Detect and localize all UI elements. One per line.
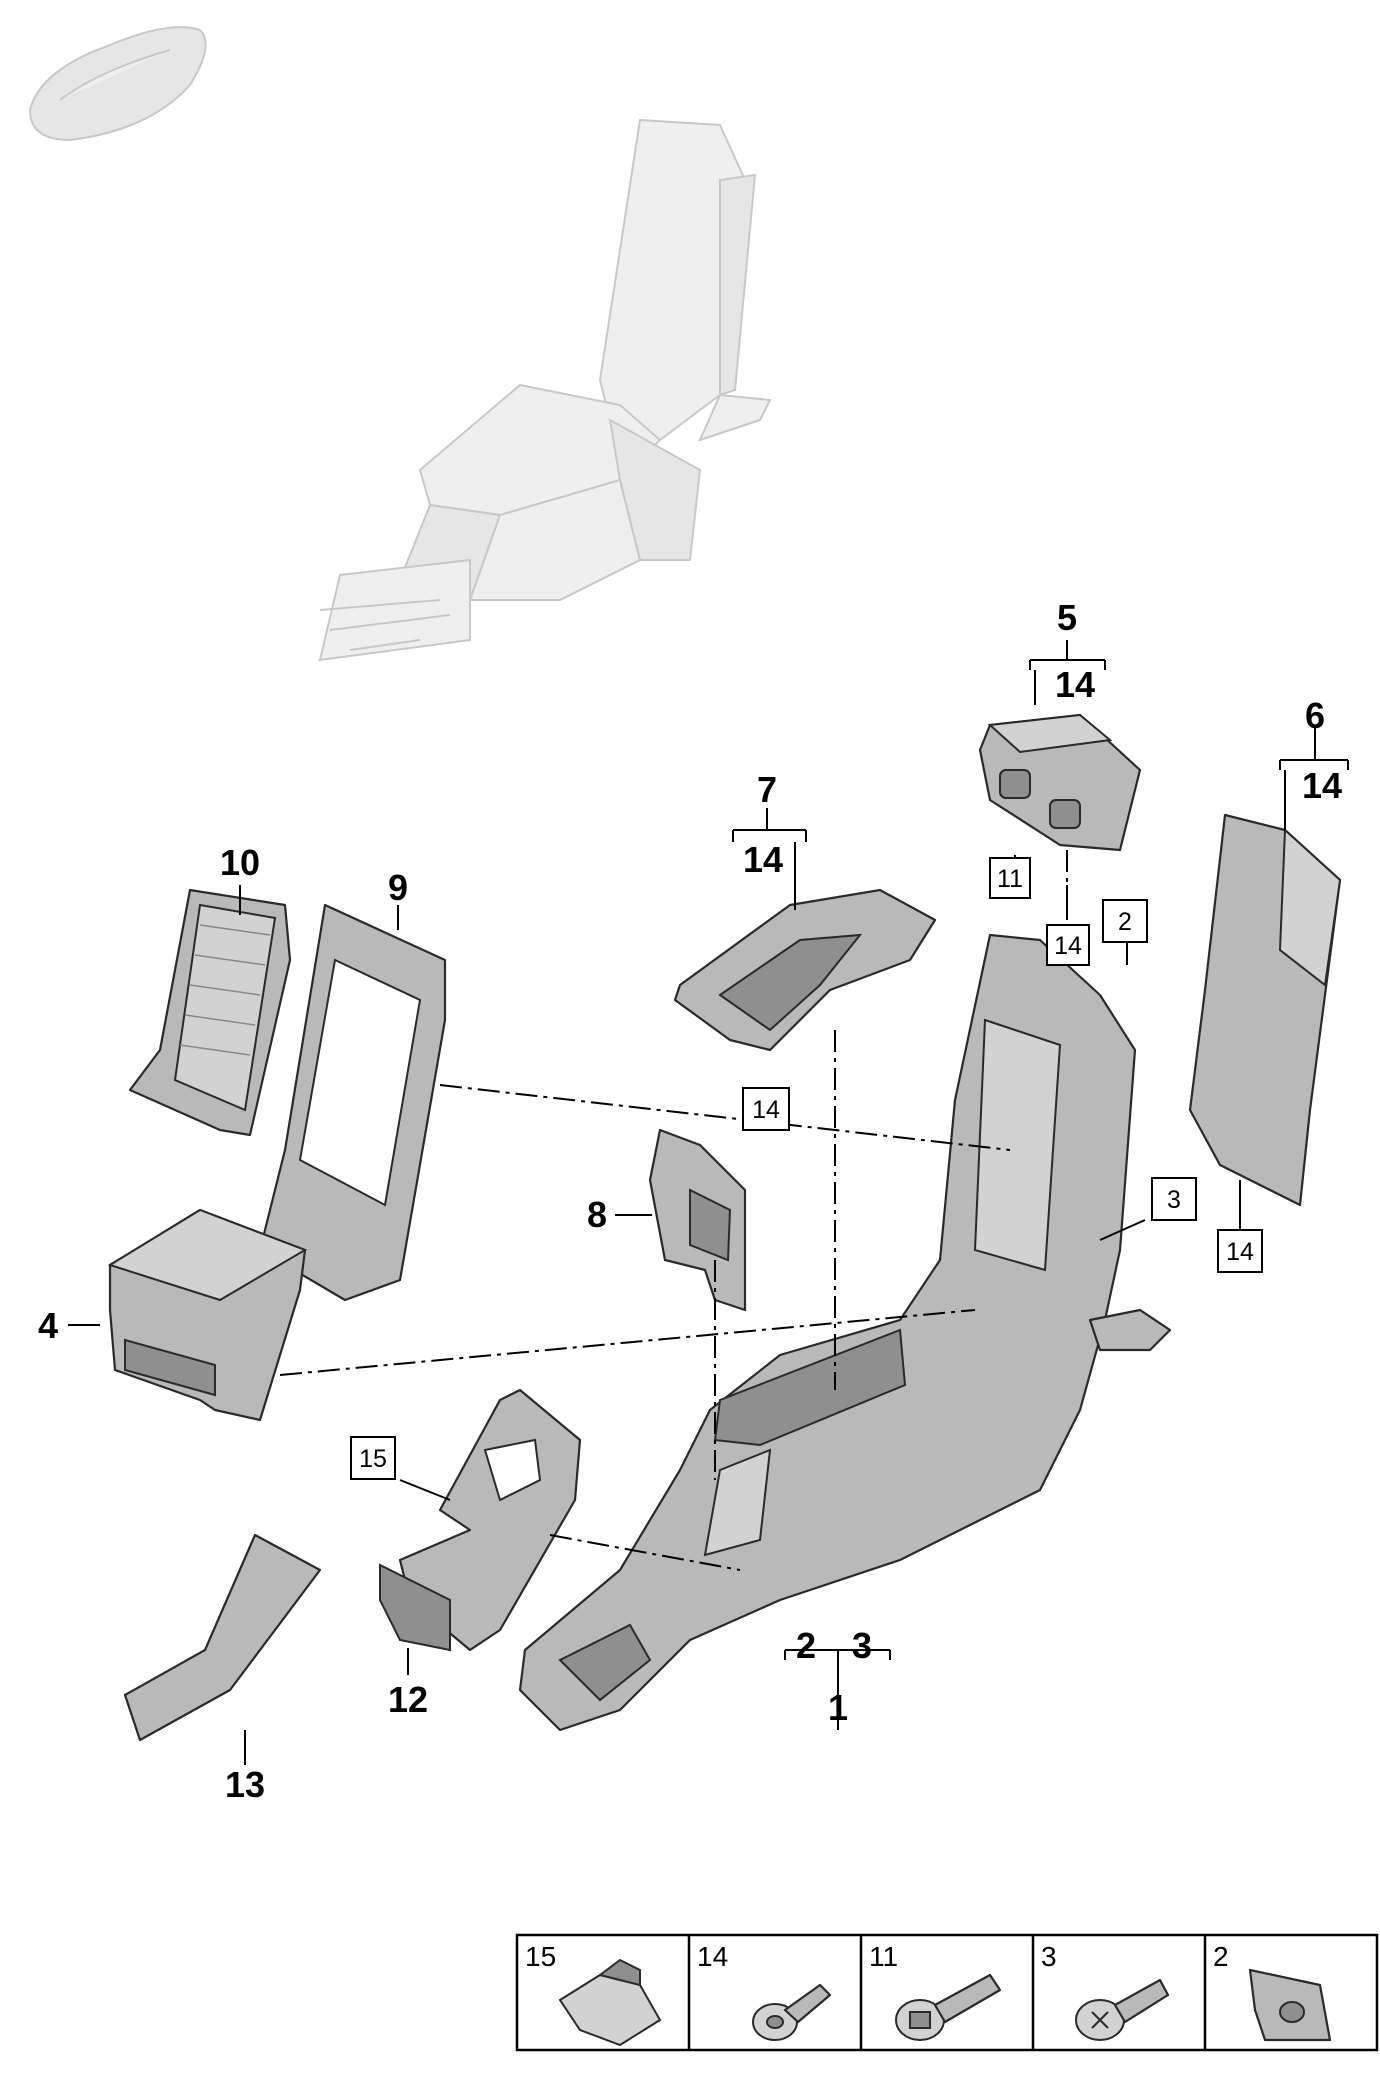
boxed-ref-3: 3 <box>1167 1186 1181 1214</box>
boxed-ref-15: 15 <box>359 1445 387 1473</box>
callout-6-sub: 14 <box>1302 765 1342 806</box>
push-pin-icon <box>752 1983 832 2041</box>
callout-4: 4 <box>38 1305 58 1346</box>
part-6-shape <box>1188 813 1342 1207</box>
part-8-shape <box>648 1128 747 1312</box>
screw-icon <box>1075 1978 1170 2041</box>
legend-label-2: 2 <box>1213 1941 1229 1972</box>
legend-label-14: 14 <box>697 1941 728 1972</box>
boxed-ref-14-a: 14 <box>1054 932 1082 960</box>
callout-5: 5 <box>1057 597 1077 638</box>
boxed-references: 11 14 2 14 3 14 15 <box>350 857 1263 1480</box>
callout-labels: 5 14 6 14 7 14 10 9 8 4 2 3 1 12 13 <box>38 597 1342 1805</box>
boxed-ref-14-b: 14 <box>752 1096 780 1124</box>
callout-12: 12 <box>388 1679 428 1720</box>
vehicle-thumbnail-icon <box>28 26 207 142</box>
clip-icon <box>558 1958 662 2047</box>
clip-nut-icon <box>1248 1968 1332 2042</box>
callout-1: 1 <box>828 1687 848 1728</box>
callout-2: 2 <box>796 1625 816 1666</box>
callout-7: 7 <box>757 769 777 810</box>
leader-lines <box>68 640 1349 1765</box>
part-13-shape <box>123 1533 322 1742</box>
legend-label-11: 11 <box>869 1941 898 1972</box>
bolt-icon <box>895 1973 1002 2041</box>
part-5-shape <box>978 713 1142 852</box>
callout-6: 6 <box>1305 695 1325 736</box>
part-4-shape <box>107 1208 308 1422</box>
boxed-ref-14-c: 14 <box>1226 1238 1254 1266</box>
legend-label-3: 3 <box>1041 1941 1057 1972</box>
part-9-shape <box>258 903 447 1302</box>
boxed-ref-11: 11 <box>997 865 1023 893</box>
assembled-console-overview <box>318 118 772 662</box>
callout-3: 3 <box>852 1625 872 1666</box>
hardware-legend: 15 14 11 3 2 <box>515 1933 1379 2052</box>
callout-7-sub: 14 <box>743 839 783 880</box>
part-7-shape <box>673 888 937 1052</box>
callout-5-sub: 14 <box>1055 664 1095 705</box>
callout-8: 8 <box>587 1194 607 1235</box>
boxed-ref-2: 2 <box>1118 908 1132 936</box>
callout-9: 9 <box>388 867 408 908</box>
part-1-shape <box>518 933 1172 1732</box>
callout-13: 13 <box>225 1764 265 1805</box>
part-10-shape <box>128 888 292 1137</box>
callout-10: 10 <box>220 842 260 883</box>
part-12-shape <box>379 1388 582 1652</box>
alignment-lines <box>279 850 1068 1571</box>
legend-label-15: 15 <box>525 1941 556 1972</box>
